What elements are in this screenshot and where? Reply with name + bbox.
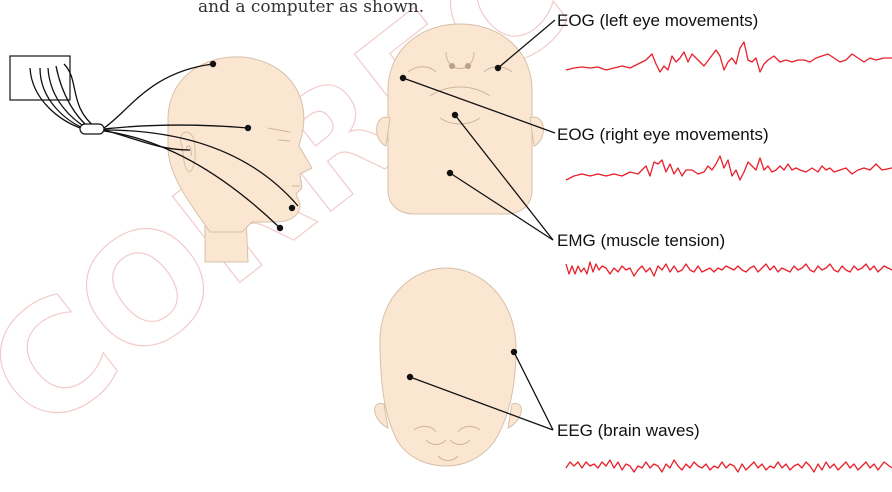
electrode-eeg-left xyxy=(407,374,413,380)
electrode-eog-right xyxy=(400,75,406,81)
nostril-left xyxy=(449,63,455,69)
label-eeg: EEG (brain waves) xyxy=(557,421,700,440)
label-eog-left: EOG (left eye movements) xyxy=(557,11,758,30)
trace-eeg xyxy=(566,460,892,472)
top-head-illustration xyxy=(375,268,522,466)
recording-box xyxy=(10,56,70,100)
label-emg: EMG (muscle tension) xyxy=(557,231,725,250)
top-head-scalp xyxy=(380,268,516,466)
wire-connector xyxy=(80,124,104,134)
trace-eog-right xyxy=(566,156,892,180)
electrode-temple xyxy=(245,125,251,131)
nostril-right xyxy=(465,63,471,69)
upturned-head-illustration xyxy=(377,24,544,214)
electrode-chin xyxy=(289,205,295,211)
trace-eog-left xyxy=(566,42,892,72)
electrode-scalp xyxy=(210,61,216,67)
electrode-emg-jaw xyxy=(447,170,453,176)
trace-emg xyxy=(566,262,892,276)
electrode-emg-chin xyxy=(452,112,458,118)
electrode-eog-left xyxy=(495,65,501,71)
electrode-eeg-right xyxy=(511,349,517,355)
top-text: and a computer as shown. xyxy=(198,0,424,17)
label-eog-right: EOG (right eye movements) xyxy=(557,125,769,144)
electrode-jaw xyxy=(277,225,283,231)
